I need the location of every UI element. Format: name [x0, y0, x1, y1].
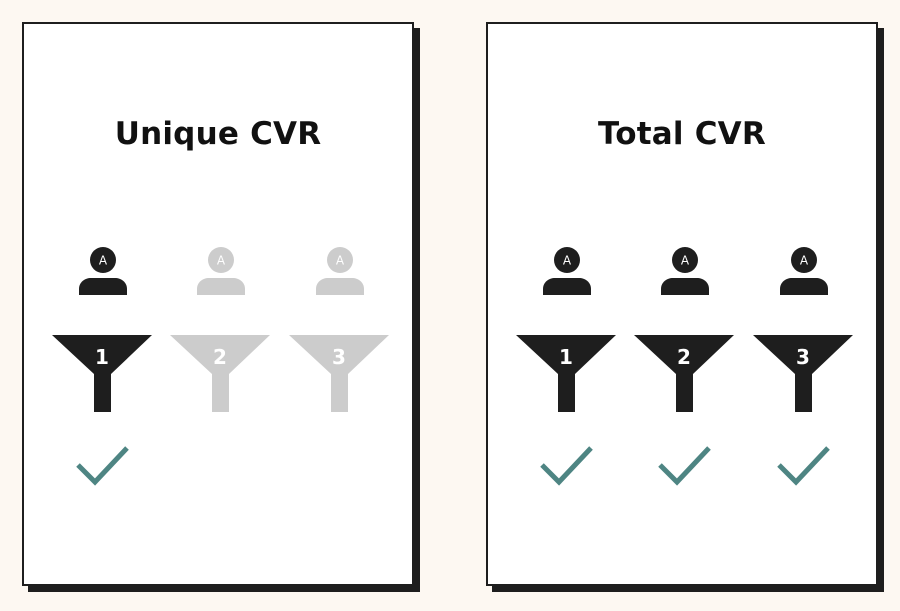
- funnel-step-number: 2: [213, 345, 227, 369]
- user-avatar-icon: A: [197, 247, 245, 295]
- funnel-icon: 3: [289, 335, 389, 412]
- user-avatar-icon: A: [543, 247, 591, 295]
- user-avatar-icon: A: [780, 247, 828, 295]
- funnel-step-number: 3: [796, 345, 810, 369]
- checkmark-icon: [76, 446, 129, 486]
- funnel-step-number: 3: [332, 345, 346, 369]
- funnel-step-number: 1: [559, 345, 573, 369]
- avatar-letter: A: [99, 254, 108, 268]
- user-avatar-icon: A: [661, 247, 709, 295]
- funnel-icon: 1: [52, 335, 152, 412]
- avatar-letter: A: [681, 254, 690, 268]
- avatar-letter: A: [336, 254, 345, 268]
- funnel-icon: 3: [753, 335, 853, 412]
- user-avatar-icon: A: [316, 247, 364, 295]
- funnel-step-number: 1: [95, 345, 109, 369]
- funnel-icon: 2: [634, 335, 734, 412]
- avatar-letter: A: [800, 254, 809, 268]
- funnel-icon: 1: [516, 335, 616, 412]
- funnel-step-number: 2: [677, 345, 691, 369]
- card-title: Unique CVR: [114, 116, 322, 152]
- checkmark-icon: [777, 446, 830, 486]
- avatar-letter: A: [217, 254, 226, 268]
- checkmark-icon: [658, 446, 711, 486]
- user-avatar-icon: A: [79, 247, 127, 295]
- card-title: Total CVR: [598, 116, 766, 152]
- avatar-letter: A: [563, 254, 572, 268]
- checkmark-icon: [540, 446, 593, 486]
- funnel-icon: 2: [170, 335, 270, 412]
